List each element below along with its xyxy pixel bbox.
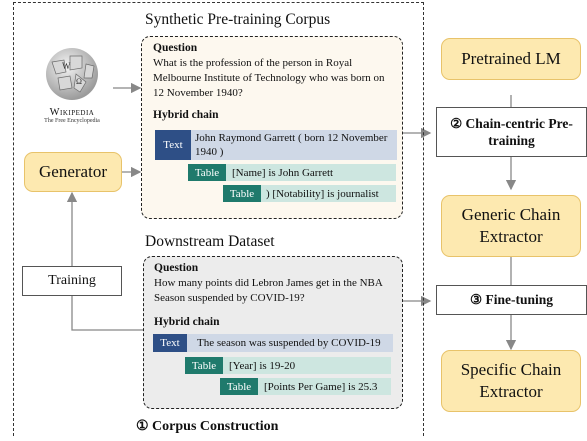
chain-step-table: [Year] is 19-20 [223, 357, 391, 374]
chain-step-text: The season was suspended by COVID-19 [187, 334, 393, 352]
svg-text:W: W [62, 61, 71, 71]
svg-text:Ω: Ω [76, 77, 82, 86]
table-chip: Table [188, 164, 226, 181]
corpus-construction-label: ① Corpus Construction [136, 419, 279, 434]
generator-box: Generator [24, 152, 122, 192]
question-label: Question [154, 262, 199, 274]
chain-step-text: John Raymond Garrett ( born 12 November … [191, 130, 397, 160]
synthetic-question-text: What is the profession of the person in … [153, 57, 385, 99]
synthetic-corpus-panel: Question What is the profession of the p… [141, 36, 403, 219]
finetuning-box: ③ Fine-tuning [436, 285, 587, 315]
table-chip: Table [185, 357, 223, 374]
specific-chain-extractor-box: Specific Chain Extractor [441, 350, 581, 412]
synthetic-corpus-title: Synthetic Pre-training Corpus [145, 11, 331, 28]
pretrained-lm-box: Pretrained LM [441, 38, 581, 80]
table-chip: Table [223, 185, 261, 202]
generic-chain-extractor-box: Generic Chain Extractor [441, 195, 581, 257]
wikipedia-tagline: The Free Encyclopedia [44, 118, 100, 124]
corpus-construction-frame [13, 2, 424, 436]
training-box: Training [22, 266, 122, 296]
downstream-dataset-title: Downstream Dataset [145, 233, 275, 250]
wikipedia-logo: W Ω Wikipedia The Free Encyclopedia [26, 44, 118, 126]
downstream-question-text: How many points did Lebron James get in … [154, 277, 383, 304]
chain-pretraining-box: ② Chain-centric Pre-training [436, 107, 587, 157]
text-chip: Text [155, 130, 191, 160]
chain-step-table: [Name] is John Garrett [226, 164, 396, 181]
table-chip: Table [220, 378, 258, 395]
question-label: Question [153, 42, 198, 54]
downstream-dataset-panel: Question How many points did Lebron Jame… [143, 256, 403, 409]
hybrid-chain-label: Hybrid chain [153, 109, 219, 121]
text-chip: Text [153, 334, 187, 352]
chain-step-table: [Points Per Game] is 25.3 [258, 378, 391, 395]
hybrid-chain-label: Hybrid chain [154, 316, 220, 328]
chain-step-table: ) [Notability] is journalist [261, 185, 396, 202]
wikipedia-wordmark: Wikipedia [49, 107, 95, 118]
wikipedia-globe-icon: W Ω [46, 48, 98, 100]
